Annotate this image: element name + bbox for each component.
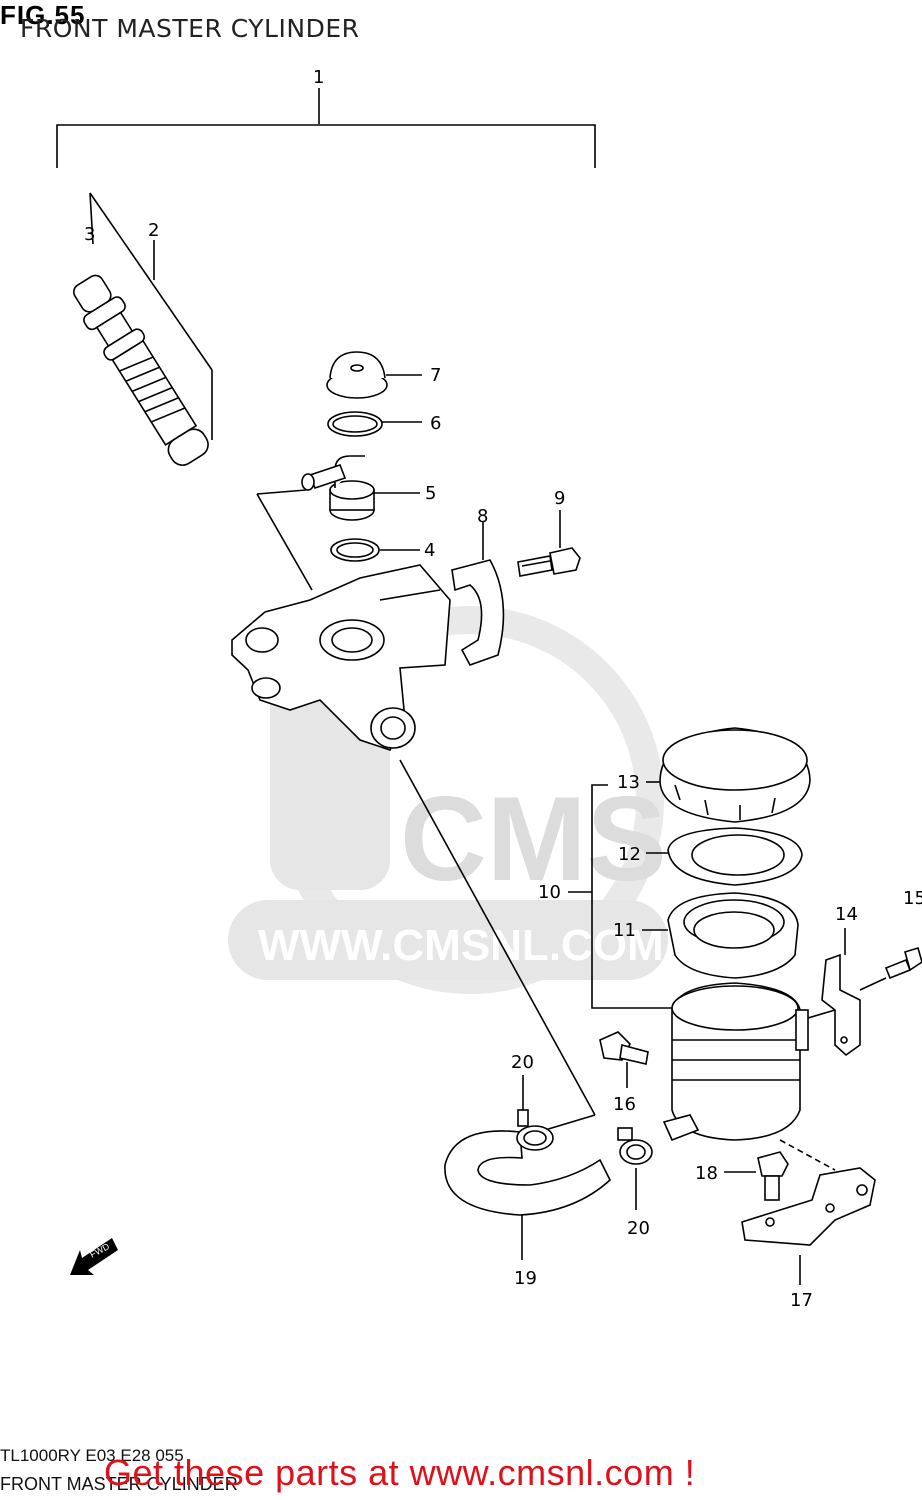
stay-bracket-icon [807, 928, 861, 1057]
callout-5: 5 [425, 483, 436, 504]
figure-number: FIG.55 [0, 0, 86, 30]
bolt-16-icon [599, 1031, 649, 1088]
callout-14: 14 [835, 904, 858, 925]
callout-20b: 20 [627, 1218, 650, 1239]
callout-2: 2 [148, 220, 159, 241]
promo-link[interactable]: Get these parts at www.cmsnl.com ! [104, 1452, 696, 1493]
callout-4: 4 [424, 540, 435, 561]
hose-clamp-icon [516, 1075, 554, 1151]
reservoir-hose-icon [444, 1130, 611, 1260]
mounting-bracket-icon [741, 1139, 876, 1285]
callout-15: 15 [903, 888, 922, 909]
footer-title: FRONT MASTER CYLINDER [0, 1474, 238, 1494]
assembly-bracket-10 [568, 784, 675, 1009]
hose-line [399, 759, 596, 1131]
callout-11: 11 [613, 920, 636, 941]
callout-13: 13 [617, 772, 640, 793]
piston-assembly-icon [73, 192, 213, 466]
hose-clamp-icon-2 [617, 1127, 653, 1210]
callout-labels: 1 2 3 4 5 6 7 8 9 10 11 12 13 14 15 16 1… [84, 67, 922, 1311]
footer-model-code: TL1000RY E03 E28 055 [0, 1446, 184, 1465]
reservoir-cap-icon [646, 727, 811, 823]
dust-cap-icon [326, 351, 422, 399]
callout-18: 18 [695, 1163, 718, 1184]
elbow-connector-icon [301, 455, 420, 521]
watermark-brand: CMS [400, 772, 667, 906]
bolt-18-icon [724, 1151, 789, 1201]
callout-9: 9 [554, 488, 565, 509]
forward-direction-arrow: FWD [70, 1238, 118, 1275]
callout-6: 6 [430, 413, 441, 434]
callout-12: 12 [618, 844, 641, 865]
callout-7: 7 [430, 365, 441, 386]
callout-8: 8 [477, 506, 488, 527]
figure-title: FRONT MASTER CYLINDER [20, 14, 360, 43]
reservoir-tank-icon [662, 982, 809, 1142]
diaphragm-plate-icon [646, 827, 803, 886]
screw-15-icon [859, 946, 922, 991]
callout-19: 19 [514, 1268, 537, 1289]
bolt-icon [517, 510, 581, 577]
watermark-url: WWW.CMSNL.COM [258, 921, 664, 970]
callout-3: 3 [84, 224, 95, 245]
callout-17: 17 [790, 1290, 813, 1311]
circlip-icon [327, 411, 422, 437]
callout-16: 16 [613, 1094, 636, 1115]
assembly-bracket-1 [56, 88, 596, 168]
o-ring-icon [330, 538, 420, 562]
holder-clamp-icon [451, 522, 505, 666]
master-cylinder-body-icon [231, 489, 451, 751]
callout-20a: 20 [511, 1052, 534, 1073]
diaphragm-icon [642, 892, 799, 979]
callout-10: 10 [538, 882, 561, 903]
callout-1: 1 [313, 67, 324, 88]
